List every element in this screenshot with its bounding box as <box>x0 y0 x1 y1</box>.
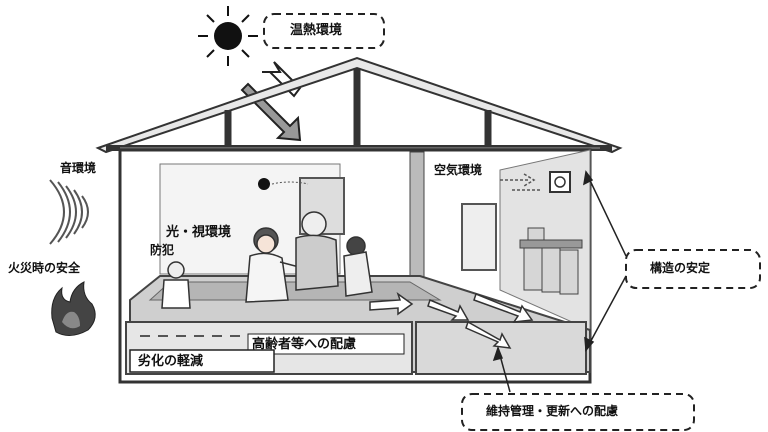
deterioration-label: 劣化の軽減 <box>138 354 204 369</box>
light-label: 光・視環境 <box>166 225 232 240</box>
fire-icon <box>51 281 96 336</box>
maintenance-label: 維持管理・更新への配慮 <box>486 404 619 418</box>
maintenance-box <box>461 393 695 431</box>
lamp-icon <box>258 178 270 190</box>
crime-label: 防犯 <box>150 243 175 257</box>
thermal-label: 温熱環境 <box>290 23 343 38</box>
deterioration-label-backing <box>129 349 275 373</box>
floor-arrows <box>369 292 534 349</box>
structure-arrows <box>583 170 627 352</box>
sound-wave-icon <box>49 179 89 245</box>
family-figures <box>161 211 373 309</box>
air-flow-arrows <box>500 173 540 191</box>
elderly-label-backing <box>247 333 405 355</box>
sound-label: 音環境 <box>60 161 97 175</box>
structure-label: 構造の安定 <box>650 261 711 275</box>
fan-icon <box>549 171 571 193</box>
maintenance-arrow <box>492 345 511 393</box>
roof <box>95 56 623 154</box>
sun-icon <box>198 6 258 66</box>
thermal-box <box>263 13 385 49</box>
elderly-label: 高齢者等への配慮 <box>252 337 357 352</box>
fire-label: 火災時の安全 <box>8 261 81 275</box>
air-label: 空気環境 <box>434 163 483 177</box>
structure-box <box>625 249 761 289</box>
